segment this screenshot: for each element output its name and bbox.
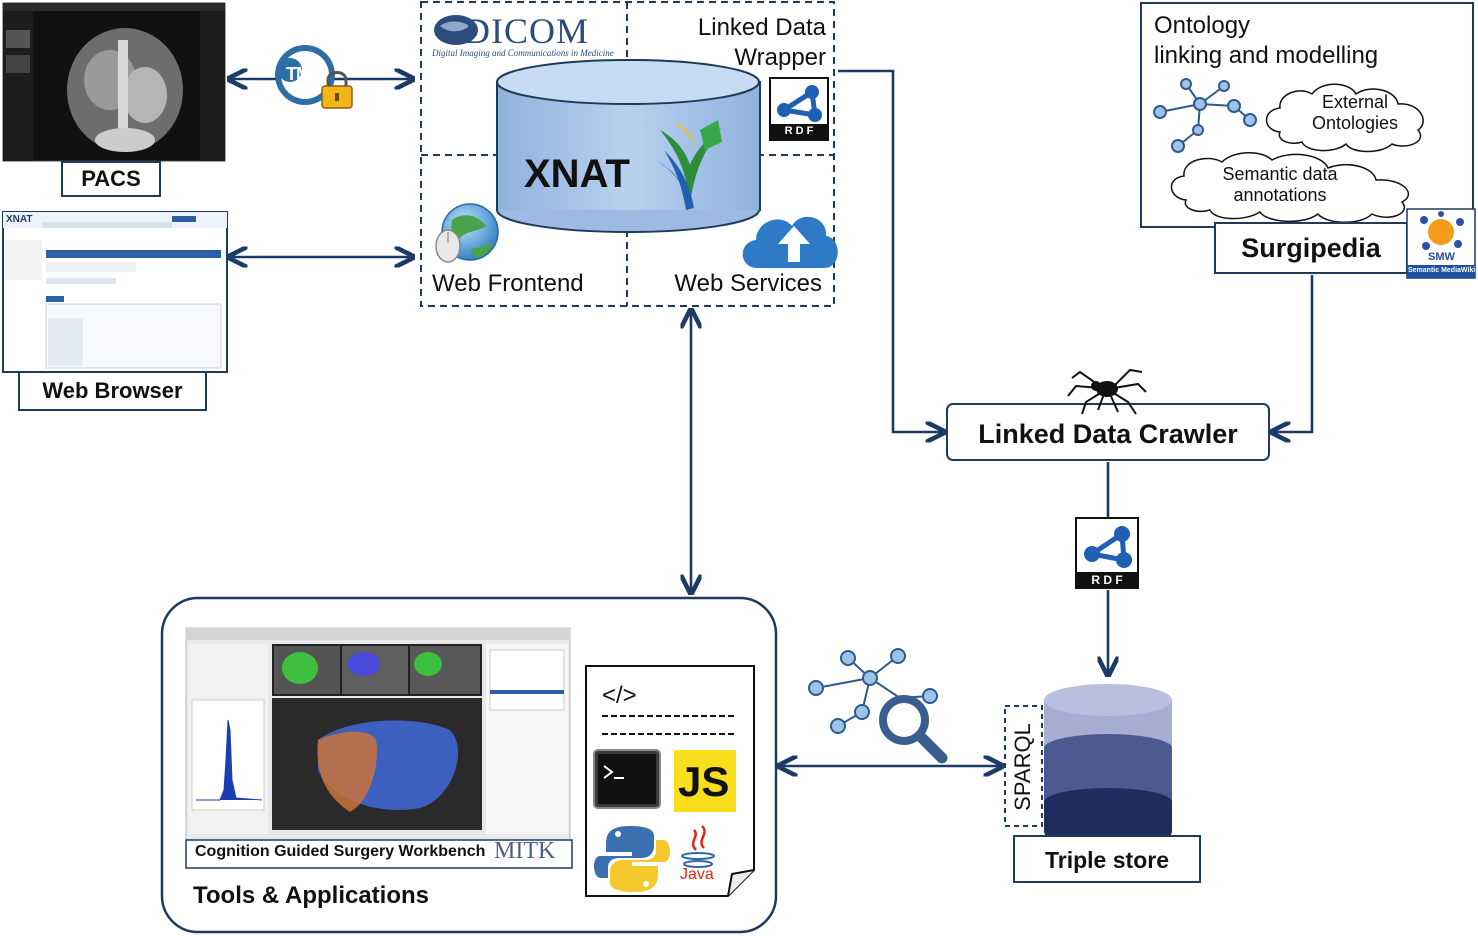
linked-data-crawler-box [946, 403, 1270, 461]
surgipedia-crawler-arrow [1272, 275, 1314, 432]
sparql-endpoint-box [1004, 705, 1043, 827]
smw-logo-icon [1406, 208, 1476, 279]
triple-store-label-box [1013, 835, 1201, 883]
query-network-icon [808, 648, 938, 734]
smw-caption: Semantic MediaWiki [1408, 267, 1476, 274]
external-ontologies-cloud [1265, 83, 1424, 153]
smw-logo-text: SMW [1428, 251, 1455, 263]
linked-data-crawler-label: Linked Data Crawler [978, 419, 1238, 449]
sparql-label: SPARQL [1010, 723, 1035, 811]
dicom-globe-icon [434, 15, 478, 45]
surgipedia-label: Surgipedia [1241, 233, 1381, 263]
connectors [229, 69, 1314, 766]
javascript-logo [674, 750, 736, 812]
web-browser-label-box [18, 371, 207, 411]
external-ontologies-line2: Ontologies [1311, 113, 1399, 133]
semantic-annotations-line2: annotations [1233, 185, 1327, 205]
web-frontend-label: Web Frontend [432, 270, 584, 297]
wrapper-crawler-arrow [838, 69, 944, 432]
xnat-browser-logo: XNAT [6, 214, 33, 225]
xnat-title: XNAT [524, 152, 630, 196]
rdf-logo-wrapper-icon [769, 77, 829, 141]
spider-icon [1067, 368, 1147, 415]
web-browser-label: Web Browser [42, 378, 183, 403]
dicom-tagline: Digital Imaging and Communications in Me… [432, 48, 614, 58]
workbench-caption: Cognition Guided Surgery Workbench [195, 843, 486, 860]
pacs-label: PACS [81, 166, 141, 191]
ontology-title-line1: Ontology [1154, 12, 1251, 39]
web-frontend-globe-icon [435, 203, 499, 263]
workbench-screenshot [185, 627, 571, 841]
ontology-network-icon [1153, 78, 1257, 153]
linked-data-wrapper-line1: Linked Data [697, 14, 826, 41]
magnifier-icon [879, 695, 948, 764]
terminal-icon [593, 749, 661, 809]
mitk-logo: MITK [494, 838, 556, 864]
dicom-logo: DICOM [464, 11, 590, 51]
triple-store-cylinder [1044, 684, 1172, 846]
rdf-logo-text-2: R D F [1091, 573, 1123, 587]
triple-store-label: Triple store [1045, 847, 1169, 873]
web-browser-screenshot [2, 211, 228, 373]
web-services-label: Web Services [674, 270, 822, 297]
surgipedia-label-box [1214, 222, 1408, 274]
java-logo [681, 825, 715, 868]
ontology-title-line2: linking and modelling [1154, 42, 1379, 69]
python-logo [594, 826, 670, 892]
code-tag: </> [602, 682, 637, 709]
xnat-database-cylinder [496, 59, 761, 233]
semantic-annotations-line1: Semantic data [1222, 164, 1338, 184]
tools-applications-title: Tools & Applications [193, 882, 430, 909]
workbench-caption-box [185, 839, 573, 869]
cloud-upload-icon [742, 216, 838, 268]
rdf-logo-crawler-icon [1075, 517, 1139, 589]
java-logo-text: Java [680, 866, 714, 883]
rdf-logo-text-1: R D F [784, 125, 814, 137]
tmf-lock-icon [275, 45, 353, 109]
pacs-screenshot [2, 2, 226, 162]
external-ontologies-line1: External [1321, 92, 1389, 112]
semantic-annotations-cloud [1170, 152, 1409, 223]
tmf-logo-text: TMF [286, 64, 321, 84]
xnat-leaf-logo [656, 120, 722, 210]
linked-data-wrapper-line2: Wrapper [734, 44, 826, 71]
js-logo-text: JS [678, 758, 730, 805]
pacs-label-box [61, 161, 161, 197]
